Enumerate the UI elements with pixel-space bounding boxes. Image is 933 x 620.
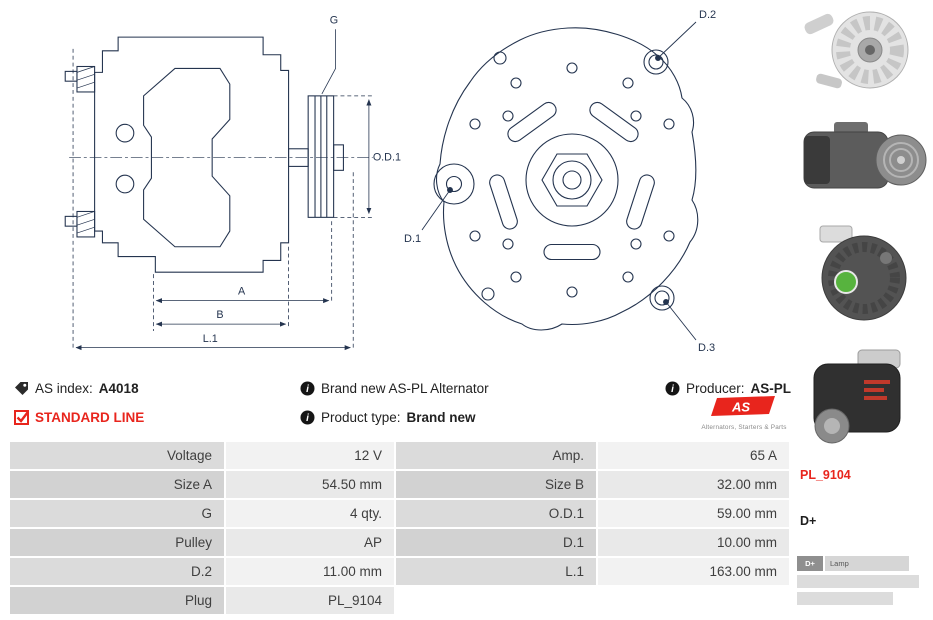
legend-value: Lamp <box>825 556 909 571</box>
spec-value: 10.00 mm <box>598 529 789 556</box>
standard-line-label: STANDARD LINE <box>35 409 145 425</box>
producer-label: Producer: <box>686 380 745 396</box>
dim-label-d3: D.3 <box>698 342 715 354</box>
spec-value: 163.00 mm <box>598 558 789 585</box>
spec-label: Amp. <box>396 442 596 469</box>
product-type-label: Product type: <box>321 409 401 425</box>
as-index-value: A4018 <box>98 380 139 396</box>
dim-label-d1: D.1 <box>404 233 421 245</box>
as-index-label: AS index: <box>35 380 93 396</box>
as-pl-logo: AS Alternators, Starters & Parts <box>696 396 792 431</box>
checkbox-checked-icon <box>14 409 29 425</box>
tag-icon <box>14 381 29 396</box>
spec-value: PL_9104 <box>226 587 394 614</box>
spec-label: Plug <box>10 587 224 614</box>
dim-label-g: G <box>330 14 338 26</box>
terminal-code: D+ <box>800 514 817 528</box>
svg-text:i: i <box>306 413 309 424</box>
as-index-row: AS index: A4018 <box>14 378 139 398</box>
dim-label-d2: D.2 <box>699 9 716 21</box>
product-photo-1[interactable] <box>798 4 930 105</box>
legend-key: D+ <box>797 556 823 571</box>
spec-value: 4 qty. <box>226 500 394 527</box>
plug-code: PL_9104 <box>800 468 851 482</box>
spec-label: Size B <box>396 471 596 498</box>
dim-label-l1: L.1 <box>203 333 218 345</box>
info-icon: i <box>665 381 680 396</box>
spec-label: Size A <box>10 471 224 498</box>
terminal-legend: D+ Lamp <box>797 556 909 571</box>
spec-value: 32.00 mm <box>598 471 789 498</box>
product-photo-2[interactable] <box>798 108 930 213</box>
spec-value: 59.00 mm <box>598 500 789 527</box>
legend-bar <box>797 592 893 605</box>
spec-label: O.D.1 <box>396 500 596 527</box>
info-icon: i <box>300 410 315 425</box>
dim-label-a: A <box>238 286 246 298</box>
svg-text:i: i <box>306 384 309 395</box>
spec-value-empty <box>598 587 789 614</box>
standard-line-row: STANDARD LINE <box>14 407 144 427</box>
legend-bar <box>797 575 919 588</box>
spec-value: 65 A <box>598 442 789 469</box>
svg-text:AS: AS <box>731 400 750 415</box>
alternator-photo-side <box>803 122 927 189</box>
product-type-row: i Product type: Brand new <box>300 407 476 427</box>
side-view-drawing: G O.D.1 A B L.1 <box>64 14 401 351</box>
svg-text:i: i <box>671 384 674 395</box>
info-icon: i <box>300 381 315 396</box>
spec-label: G <box>10 500 224 527</box>
spec-label: L.1 <box>396 558 596 585</box>
product-photo-3[interactable] <box>798 222 930 333</box>
dim-label-od1: O.D.1 <box>373 152 401 164</box>
alternator-photo-angled <box>813 349 901 444</box>
product-type-value: Brand new <box>406 409 476 425</box>
brand-new-text: Brand new AS-PL Alternator <box>321 380 489 396</box>
brand-new-row: i Brand new AS-PL Alternator <box>300 378 489 398</box>
front-view-drawing: D.2 D.3 D.1 <box>404 9 716 354</box>
spec-value: AP <box>226 529 394 556</box>
spec-label-empty <box>396 587 596 614</box>
producer-row: i Producer: AS-PL <box>665 378 791 398</box>
dim-label-b: B <box>216 309 223 321</box>
producer-value: AS-PL <box>750 380 792 396</box>
spec-label: D.1 <box>396 529 596 556</box>
alternator-photo-front <box>804 11 909 89</box>
spec-label: D.2 <box>10 558 224 585</box>
product-photo-4[interactable] <box>798 342 930 459</box>
spec-value: 11.00 mm <box>226 558 394 585</box>
spec-label: Pulley <box>10 529 224 556</box>
alternator-photo-rear <box>819 225 907 321</box>
spec-table: Voltage 12 V Amp. 65 A Size A 54.50 mm S… <box>10 442 791 614</box>
as-pl-logo-caption: Alternators, Starters & Parts <box>701 424 787 431</box>
spec-value: 12 V <box>226 442 394 469</box>
spec-value: 54.50 mm <box>226 471 394 498</box>
spec-label: Voltage <box>10 442 224 469</box>
as-pl-logo-mark: AS <box>711 396 775 416</box>
